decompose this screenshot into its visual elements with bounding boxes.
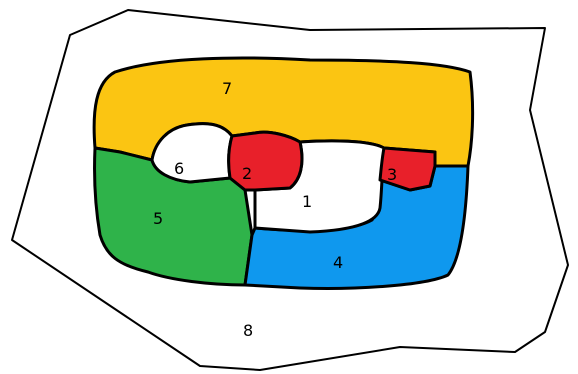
region-2-label: 2 bbox=[242, 164, 252, 183]
region-8-label: 8 bbox=[243, 321, 253, 340]
region-3-label: 3 bbox=[387, 165, 397, 184]
region-4-label: 4 bbox=[333, 253, 343, 272]
region-1-label: 1 bbox=[302, 192, 312, 211]
region-6-label: 6 bbox=[174, 159, 184, 178]
region-7-label: 7 bbox=[222, 79, 232, 98]
region-2 bbox=[229, 132, 302, 190]
region-5-label: 5 bbox=[153, 209, 163, 228]
